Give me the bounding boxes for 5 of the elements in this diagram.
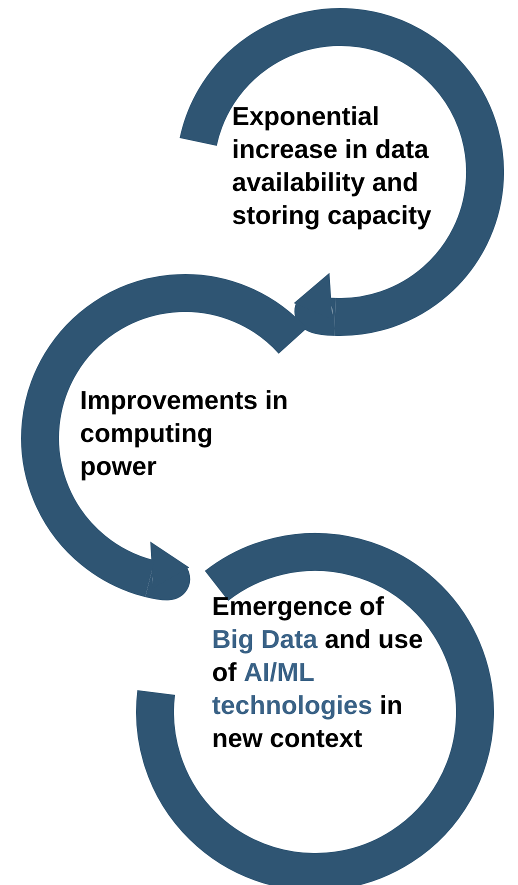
curved-arrow xyxy=(292,270,336,336)
node-text: Emergence of Big Data and use of AI/ML technologies in new context xyxy=(212,590,424,755)
curved-arrow xyxy=(146,540,190,600)
node-text: Exponential increase in data availability and storing capacity xyxy=(232,100,432,232)
node-text: Improvements in computing power xyxy=(80,384,290,483)
